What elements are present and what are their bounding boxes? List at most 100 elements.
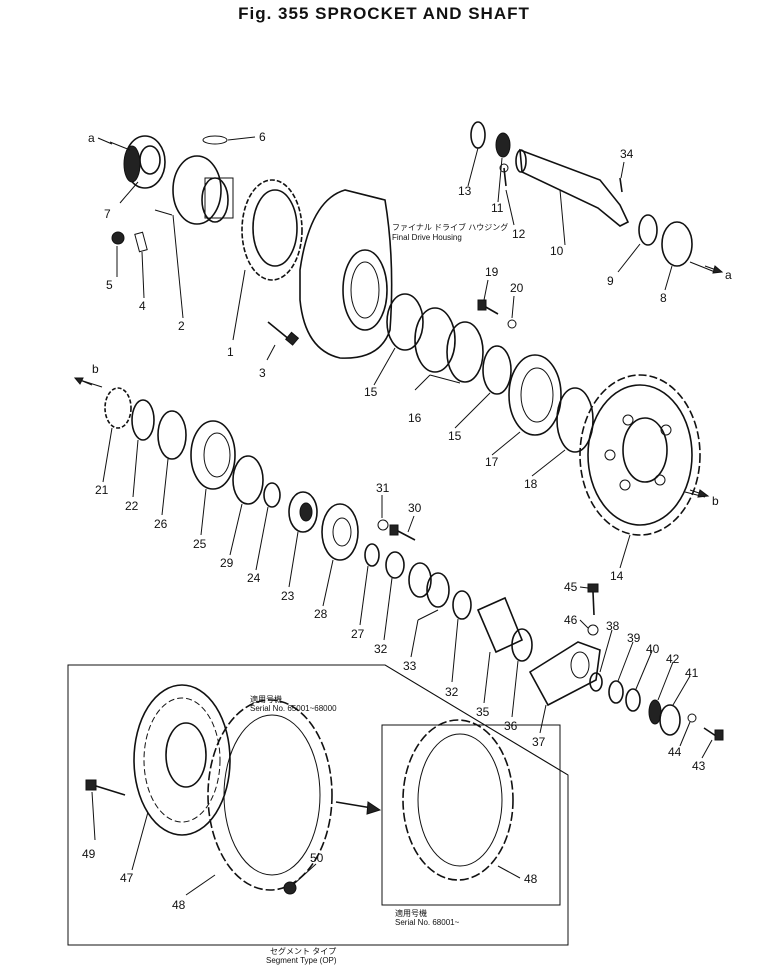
part-21-snap-ring — [104, 387, 132, 429]
part-48-segment-right — [402, 719, 514, 881]
label-31: 31 — [376, 481, 390, 495]
label-11: 11 — [491, 201, 504, 215]
part-29-o-ring — [232, 455, 264, 505]
part-15-o-ring-a — [386, 293, 424, 351]
part-35-sleeve — [476, 596, 524, 654]
label-13: 13 — [458, 184, 472, 198]
label-1: 1 — [227, 345, 234, 359]
part-46-washer — [587, 624, 599, 636]
label-18: 18 — [524, 477, 538, 491]
label-41: 41 — [685, 666, 699, 680]
part-8-ring — [661, 221, 693, 267]
part-11-nut — [495, 132, 511, 158]
segment-arrow — [335, 801, 382, 815]
label-16: 16 — [408, 411, 422, 425]
label-38: 38 — [606, 619, 620, 633]
label-40: 40 — [646, 642, 660, 656]
label-9: 9 — [607, 274, 614, 288]
part-45-bolt — [587, 583, 599, 616]
part-40-ring — [625, 688, 641, 712]
final-drive-housing — [299, 189, 393, 359]
part-14-sprocket — [579, 374, 701, 536]
ref-b-right: b — [712, 494, 719, 508]
label-10: 10 — [550, 244, 564, 258]
label-36: 36 — [504, 719, 518, 733]
label-48b: 48 — [524, 872, 538, 886]
label-42: 42 — [666, 652, 680, 666]
label-37: 37 — [532, 735, 546, 749]
label-43: 43 — [692, 759, 706, 773]
part-39-ring — [608, 680, 624, 704]
part-26-o-ring — [157, 410, 187, 460]
inset-right-note-serial: Serial No. 68001~ — [395, 918, 460, 927]
arrow-b-right — [689, 489, 710, 498]
part-9-ring — [638, 214, 658, 246]
label-19: 19 — [485, 265, 499, 279]
leader-lines — [79, 136, 716, 759]
part-34-pin — [619, 177, 623, 193]
label-8: 8 — [660, 291, 667, 305]
part-28-cover — [321, 503, 359, 561]
label-24: 24 — [247, 571, 261, 585]
part-23-bearing — [288, 491, 318, 533]
part-1-gear — [241, 179, 303, 281]
label-45: 45 — [564, 580, 578, 594]
part-25-retainer — [190, 420, 236, 490]
label-20: 20 — [510, 281, 524, 295]
part-50-nut — [283, 881, 297, 895]
housing-label-en: Final Drive Housing — [392, 233, 462, 242]
part-4-lock-plate — [134, 231, 148, 253]
part-48-segment-left — [207, 699, 333, 891]
part-22-ring — [131, 399, 155, 441]
label-44: 44 — [668, 745, 682, 759]
part-7-bearing — [123, 135, 166, 189]
label-27: 27 — [351, 627, 365, 641]
part-6-o-ring — [202, 135, 228, 145]
part-17-retainer — [508, 354, 562, 436]
inset-frame — [67, 664, 569, 946]
label-17: 17 — [485, 455, 499, 469]
arrow-b-left — [73, 377, 93, 386]
label-23: 23 — [281, 589, 295, 603]
label-33: 33 — [403, 659, 417, 673]
label-3: 3 — [259, 366, 266, 380]
part-27-ring — [364, 543, 380, 567]
label-47: 47 — [120, 871, 134, 885]
label-14: 14 — [610, 569, 624, 583]
part-16-seal-b — [446, 321, 484, 383]
part-30-bolt — [389, 524, 416, 541]
label-28: 28 — [314, 607, 328, 621]
part-32-o-ring-a — [385, 551, 405, 579]
label-7: 7 — [104, 207, 111, 221]
ref-a-right: a — [725, 268, 732, 282]
ref-b-left: b — [92, 362, 99, 376]
arrow-a-right — [704, 265, 724, 274]
part-12-bolt — [499, 163, 509, 187]
arrow-a-left — [97, 137, 113, 145]
part-47-hub — [133, 684, 231, 836]
figure-title: Fig. 355 SPROCKET AND SHAFT — [238, 4, 530, 23]
label-39: 39 — [627, 631, 641, 645]
part-2-hub — [172, 155, 234, 225]
part-13-snap-ring — [470, 121, 486, 149]
label-50: 50 — [310, 851, 324, 865]
label-32b: 32 — [445, 685, 459, 699]
label-46: 46 — [564, 613, 578, 627]
part-37-bracket — [528, 641, 601, 707]
part-24-ring — [263, 482, 281, 508]
label-2: 2 — [178, 319, 185, 333]
label-15a: 15 — [364, 385, 378, 399]
label-21: 21 — [95, 483, 109, 497]
part-5-nut — [111, 231, 125, 245]
label-15b: 15 — [448, 429, 462, 443]
inset-leader-lines — [91, 791, 521, 896]
part-18-o-ring — [556, 387, 594, 453]
label-35: 35 — [476, 705, 490, 719]
inset-left-note-serial: Serial No. 65001~68000 — [250, 704, 337, 713]
housing-label-jp: ファイナル ドライブ ハウジング — [392, 222, 508, 232]
label-25: 25 — [193, 537, 207, 551]
label-22: 22 — [125, 499, 139, 513]
part-49-bolt — [85, 779, 126, 796]
label-29: 29 — [220, 556, 234, 570]
